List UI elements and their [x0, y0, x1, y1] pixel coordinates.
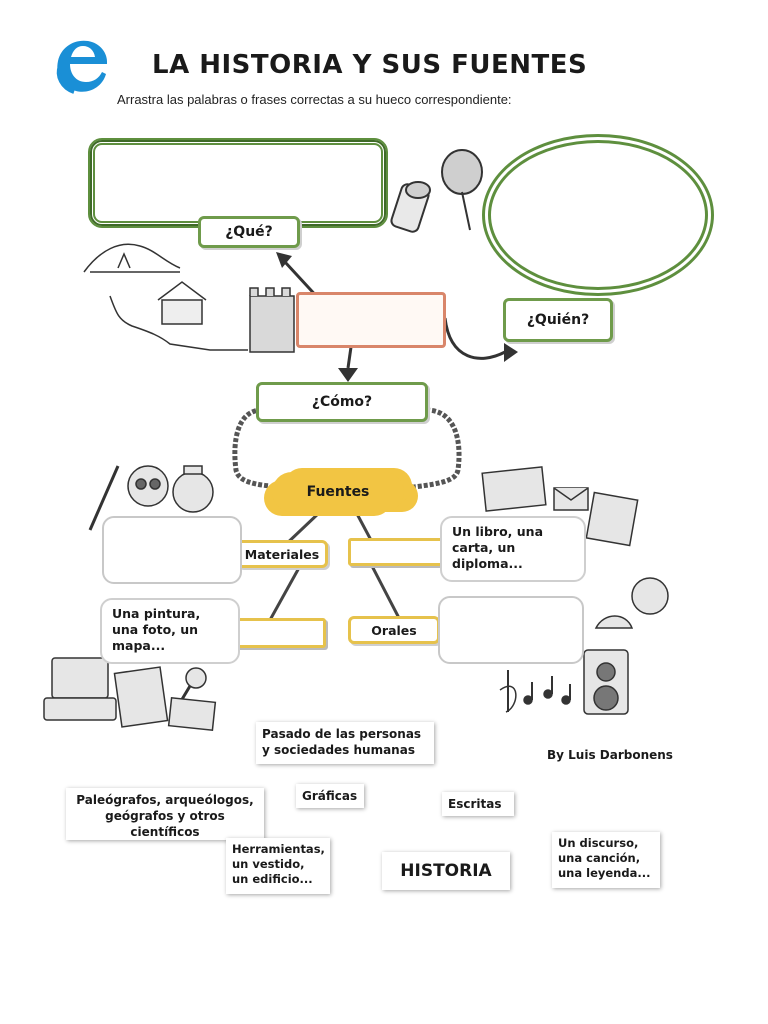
- drop-zone-que-frame[interactable]: [88, 138, 388, 228]
- drop-zone-materiales-example[interactable]: [102, 516, 242, 584]
- card-cientificos[interactable]: Paleógrafos, arqueólogos, geógrafos y ot…: [66, 788, 264, 840]
- card-pasado[interactable]: Pasado de las personas y sociedades huma…: [256, 722, 434, 764]
- drop-zone-scroll[interactable]: [296, 292, 446, 348]
- card-historia[interactable]: HISTORIA: [382, 852, 510, 890]
- label-quien: ¿Quién?: [503, 298, 613, 342]
- educaplay-logo-icon: [56, 40, 108, 94]
- card-escritas[interactable]: Escritas: [442, 792, 514, 816]
- label-que: ¿Qué?: [198, 216, 300, 248]
- card-graficas[interactable]: Gráficas: [296, 784, 364, 808]
- label-orales: Orales: [348, 616, 440, 644]
- landscape-icon: [83, 243, 248, 351]
- label-como: ¿Cómo?: [256, 382, 428, 422]
- drop-zone-quien-oval[interactable]: [482, 134, 714, 296]
- label-fuentes: Fuentes: [272, 472, 404, 512]
- instructions-text: Arrastra las palabras o frases correctas…: [117, 92, 512, 107]
- author-credit: By Luis Darbonens: [547, 748, 673, 762]
- card-discurso[interactable]: Un discurso, una canción, una leyenda...: [552, 832, 660, 888]
- page-title: LA HISTORIA Y SUS FUENTES: [152, 50, 588, 80]
- escritas-example-box: Un libro, una carta, un diploma...: [440, 516, 586, 582]
- graficas-example-box: Una pintura, una foto, un mapa...: [100, 598, 240, 664]
- drop-zone-branch-right[interactable]: [348, 538, 444, 566]
- drop-zone-orales-example[interactable]: [438, 596, 584, 664]
- lightbulb-icon: [441, 149, 483, 231]
- card-herramientas[interactable]: Herramientas, un vestido, un edificio...: [226, 838, 330, 894]
- castle-icon: [249, 287, 295, 353]
- paper-roll-icon: [390, 181, 431, 233]
- drop-zone-branch-left[interactable]: [234, 618, 326, 648]
- laptop-map-icon: [43, 657, 217, 732]
- label-materiales: Materiales: [236, 540, 328, 568]
